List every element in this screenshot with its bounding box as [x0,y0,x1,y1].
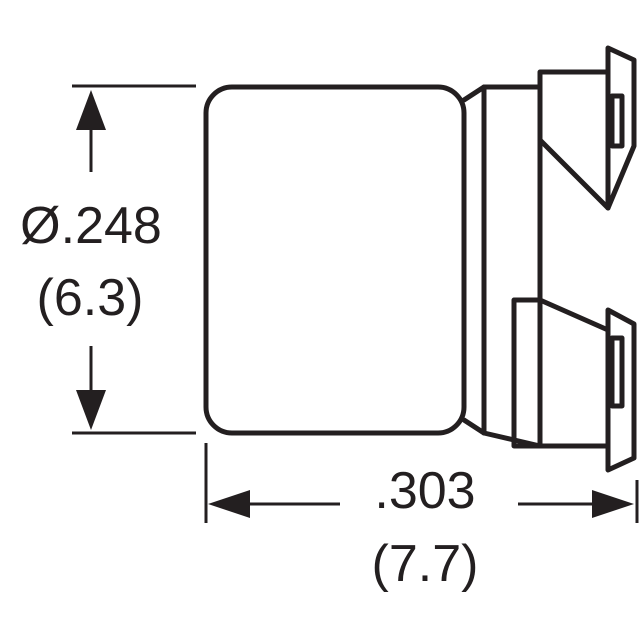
diameter-inch-label: Ø.248 [2,200,180,252]
base-plate-bottom [511,297,611,449]
upper-terminal-tab [609,93,625,149]
capacitor-seal [461,84,487,436]
length-inch-label: .303 [345,465,505,517]
arrow-right [592,490,634,518]
capacitor-body [203,84,467,436]
length-mm-label: (7.7) [355,538,495,590]
lower-terminal [605,307,637,473]
diameter-mm-label: (6.3) [20,272,160,324]
lower-terminal-tab [609,335,625,409]
base-plate-top [537,69,611,211]
upper-terminal [605,45,637,211]
arrow-left [208,490,250,518]
arrow-down [76,390,106,430]
arrow-up [76,90,106,130]
